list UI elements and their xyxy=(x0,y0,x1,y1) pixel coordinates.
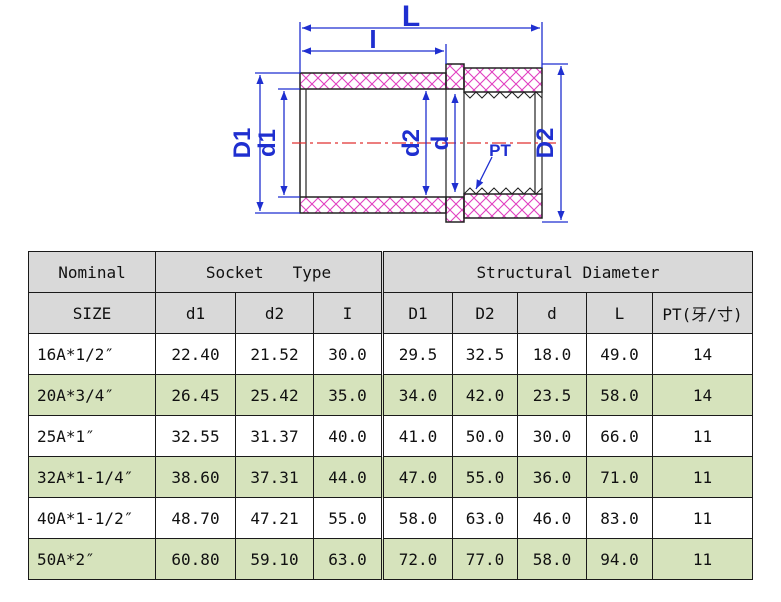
cell-D1: 29.5 xyxy=(381,333,453,375)
cell-size: 20A*3/4″ xyxy=(28,374,156,416)
cell-size: 40A*1-1/2″ xyxy=(28,497,156,539)
cell-I: 30.0 xyxy=(313,333,383,375)
cell-d1: 60.80 xyxy=(155,538,236,580)
cell-D1: 47.0 xyxy=(381,456,453,498)
collar-bottom xyxy=(445,196,465,223)
cell-D1: 41.0 xyxy=(381,415,453,457)
cell-d2: 31.37 xyxy=(235,415,314,457)
cell-PT: 11 xyxy=(652,456,753,498)
cell-I: 55.0 xyxy=(313,497,383,539)
cell-d1: 26.45 xyxy=(155,374,236,416)
cell-I: 44.0 xyxy=(313,456,383,498)
cell-I: 63.0 xyxy=(313,538,383,580)
cell-d2: 37.31 xyxy=(235,456,314,498)
pt-leader-line xyxy=(475,156,493,190)
socket-top-wall xyxy=(299,72,447,90)
header-D2: D2 xyxy=(452,292,518,334)
header-L: L xyxy=(586,292,653,334)
label-d: d xyxy=(427,136,454,151)
header-row-2: SIZE d1 d2 I D1 D2 d L PT(牙/寸) xyxy=(28,292,753,334)
cell-PT: 11 xyxy=(652,538,753,580)
cell-L: 66.0 xyxy=(586,415,653,457)
cell-d: 18.0 xyxy=(517,333,587,375)
cell-L: 49.0 xyxy=(586,333,653,375)
thread-bottom-wall xyxy=(463,193,543,219)
header-PT: PT(牙/寸) xyxy=(652,292,753,334)
cell-PT: 14 xyxy=(652,333,753,375)
header-size: SIZE xyxy=(28,292,156,334)
table-row: 25A*1″ 32.55 31.37 40.0 41.0 50.0 30.0 6… xyxy=(28,415,753,457)
header-d2: d2 xyxy=(235,292,314,334)
cell-D1: 58.0 xyxy=(381,497,453,539)
label-I: I xyxy=(369,24,376,54)
table-row: 20A*3/4″ 26.45 25.42 35.0 34.0 42.0 23.5… xyxy=(28,374,753,416)
cell-d: 36.0 xyxy=(517,456,587,498)
specification-table: Nominal Socket Type Structural Diameter … xyxy=(28,251,753,580)
label-L: L xyxy=(402,0,420,33)
header-row-1: Nominal Socket Type Structural Diameter xyxy=(28,251,753,293)
cell-D2: 50.0 xyxy=(452,415,518,457)
collar-top xyxy=(445,63,465,90)
cell-d2: 21.52 xyxy=(235,333,314,375)
cell-L: 58.0 xyxy=(586,374,653,416)
header-structural-diameter: Structural Diameter xyxy=(381,251,753,293)
cell-d2: 47.21 xyxy=(235,497,314,539)
cell-L: 94.0 xyxy=(586,538,653,580)
header-D1: D1 xyxy=(381,292,453,334)
cell-I: 40.0 xyxy=(313,415,383,457)
cell-d1: 48.70 xyxy=(155,497,236,539)
cell-d: 23.5 xyxy=(517,374,587,416)
header-I: I xyxy=(313,292,383,334)
table-row: 32A*1-1/4″ 38.60 37.31 44.0 47.0 55.0 36… xyxy=(28,456,753,498)
socket-bottom-wall xyxy=(299,196,447,214)
cell-d2: 25.42 xyxy=(235,374,314,416)
cell-d: 30.0 xyxy=(517,415,587,457)
header-d1: d1 xyxy=(155,292,236,334)
cell-D2: 63.0 xyxy=(452,497,518,539)
cell-D1: 72.0 xyxy=(381,538,453,580)
cell-size: 25A*1″ xyxy=(28,415,156,457)
cell-D1: 34.0 xyxy=(381,374,453,416)
label-d2: d2 xyxy=(398,129,425,157)
cell-I: 35.0 xyxy=(313,374,383,416)
table-row: 16A*1/2″ 22.40 21.52 30.0 29.5 32.5 18.0… xyxy=(28,333,753,375)
cell-size: 16A*1/2″ xyxy=(28,333,156,375)
cell-L: 71.0 xyxy=(586,456,653,498)
table-row: 40A*1-1/2″ 48.70 47.21 55.0 58.0 63.0 46… xyxy=(28,497,753,539)
fitting-cross-section-diagram: L I D1 d1 d2 d PT D2 xyxy=(229,0,568,223)
cell-size: 32A*1-1/4″ xyxy=(28,456,156,498)
cell-D2: 32.5 xyxy=(452,333,518,375)
cell-d: 58.0 xyxy=(517,538,587,580)
cell-d1: 22.40 xyxy=(155,333,236,375)
cell-L: 83.0 xyxy=(586,497,653,539)
header-d: d xyxy=(517,292,587,334)
header-nominal: Nominal xyxy=(28,251,156,293)
header-socket-type: Socket Type xyxy=(155,251,383,293)
cell-d1: 38.60 xyxy=(155,456,236,498)
cell-D2: 42.0 xyxy=(452,374,518,416)
cell-D2: 55.0 xyxy=(452,456,518,498)
label-PT: PT xyxy=(489,141,511,160)
thread-teeth-top xyxy=(463,91,543,99)
cell-PT: 11 xyxy=(652,415,753,457)
cell-PT: 14 xyxy=(652,374,753,416)
table-row: 50A*2″ 60.80 59.10 63.0 72.0 77.0 58.0 9… xyxy=(28,538,753,580)
label-d1: d1 xyxy=(254,129,281,157)
cell-PT: 11 xyxy=(652,497,753,539)
cell-d: 46.0 xyxy=(517,497,587,539)
thread-teeth-bottom xyxy=(463,187,543,195)
cell-D2: 77.0 xyxy=(452,538,518,580)
cell-d1: 32.55 xyxy=(155,415,236,457)
label-D1: D1 xyxy=(229,128,256,159)
cell-size: 50A*2″ xyxy=(28,538,156,580)
thread-top-wall xyxy=(463,67,543,93)
cell-d2: 59.10 xyxy=(235,538,314,580)
label-D2: D2 xyxy=(532,128,559,159)
